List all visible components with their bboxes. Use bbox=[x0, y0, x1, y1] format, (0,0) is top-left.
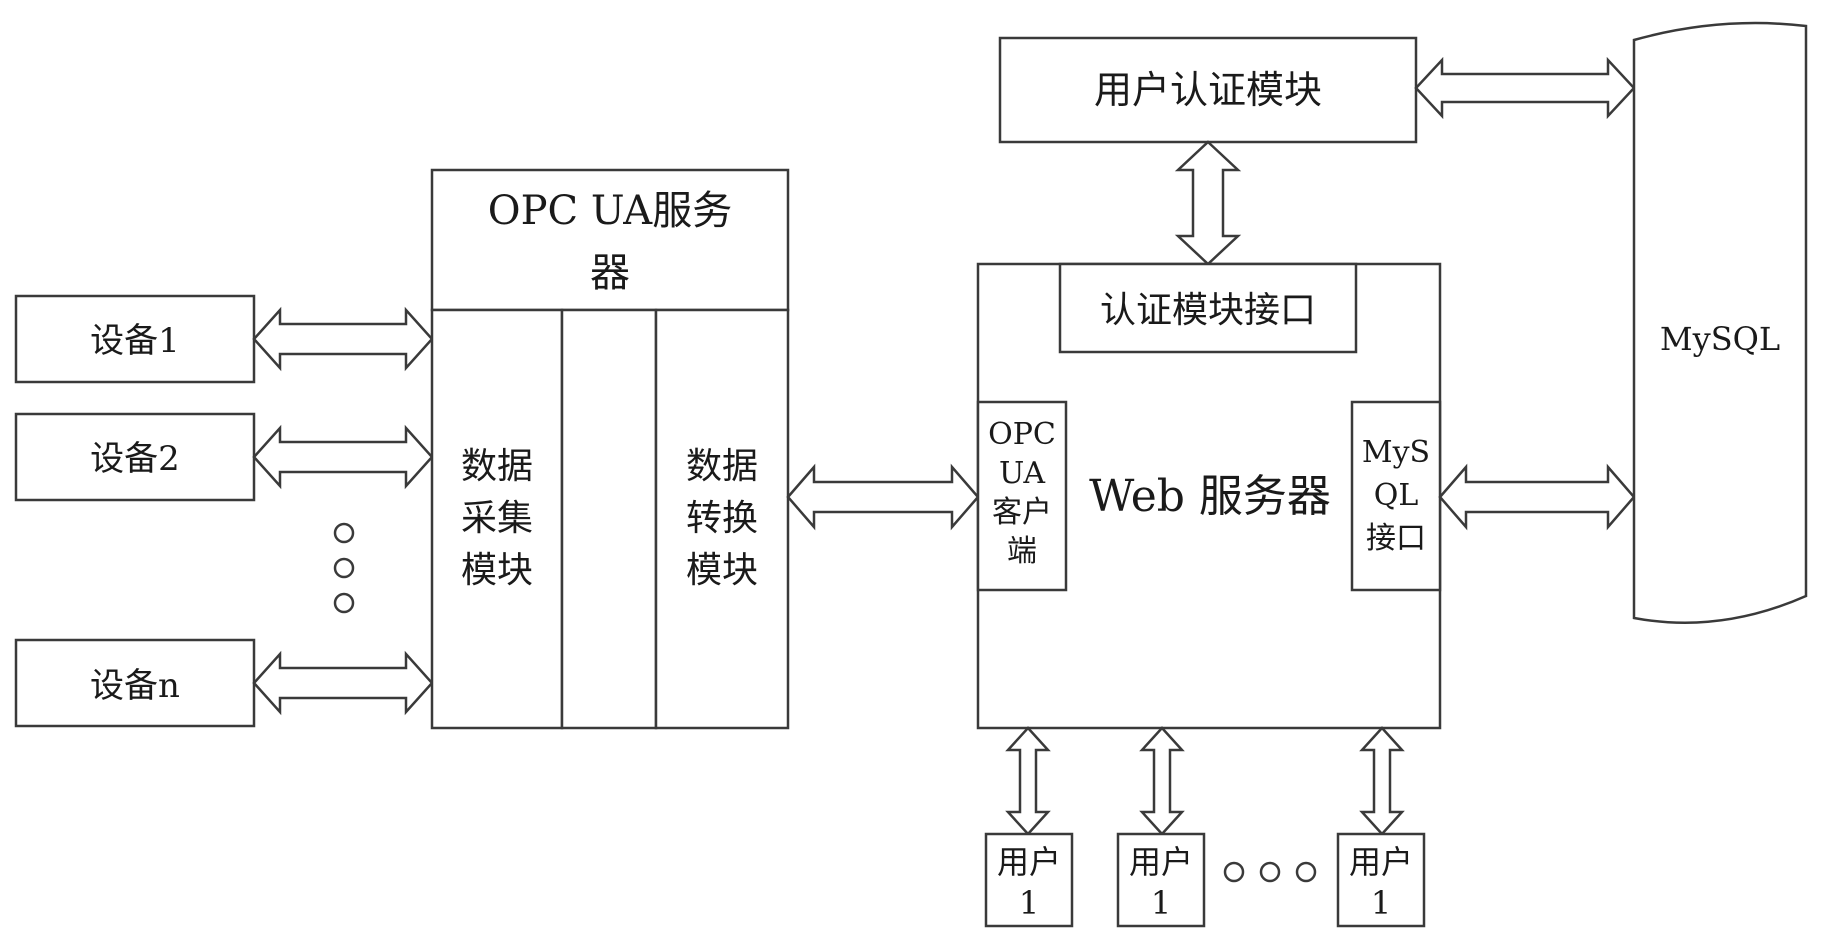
opc-server-title-line1: OPC UA服务 bbox=[488, 188, 732, 234]
collect-module-line1: 数据 bbox=[461, 446, 533, 487]
arrow-device-n-opc bbox=[252, 650, 434, 716]
arrow-web-mysql bbox=[1438, 463, 1636, 531]
opc-client-line4: 端 bbox=[1007, 534, 1037, 569]
user-2-line1: 用户 bbox=[1129, 843, 1193, 881]
mysql-interface-line2: QL bbox=[1374, 478, 1419, 513]
data-collection-module bbox=[430, 308, 564, 730]
opc-server-title-box bbox=[430, 168, 790, 312]
arrow-device-2-opc bbox=[252, 424, 434, 490]
ellipsis-users bbox=[1223, 861, 1317, 883]
opc-ua-server: OPC UA服务 器 数据 采集 模块 数据 转换 模块 bbox=[430, 168, 790, 730]
device-n: 设备n bbox=[14, 638, 256, 728]
arrow-web-user-2 bbox=[1139, 726, 1185, 836]
arrow-device-1-opc bbox=[252, 306, 434, 372]
user-auth-module-label: 用户认证模块 bbox=[1094, 68, 1322, 112]
arrow-web-user-3 bbox=[1359, 726, 1405, 836]
convert-module-line2: 转换 bbox=[686, 498, 758, 539]
opc-server-title-line2: 器 bbox=[590, 250, 630, 296]
arrow-web-user-1 bbox=[1005, 726, 1051, 836]
ellipsis-devices bbox=[333, 522, 355, 614]
convert-module-line3: 模块 bbox=[686, 550, 758, 591]
device-1: 设备1 bbox=[14, 294, 256, 384]
user-3-line2: 1 bbox=[1371, 884, 1391, 922]
convert-module-line1: 数据 bbox=[686, 446, 758, 487]
opc-client-box bbox=[976, 400, 1068, 592]
collect-module-line2: 采集 bbox=[461, 498, 533, 539]
auth-interface-box bbox=[1058, 262, 1358, 354]
user-2: 用户 1 bbox=[1116, 832, 1206, 928]
auth-interface-label: 认证模块接口 bbox=[1100, 290, 1316, 331]
mysql-label: MySQL bbox=[1660, 320, 1780, 358]
device-1-label: 设备1 bbox=[90, 321, 180, 361]
device-2-label: 设备2 bbox=[90, 439, 180, 479]
opc-client-line2: UA bbox=[999, 456, 1045, 491]
user-3-line1: 用户 bbox=[1349, 843, 1413, 881]
device-n-label: 设备n bbox=[90, 666, 180, 706]
user-3: 用户 1 bbox=[1336, 832, 1426, 928]
arrow-auth-mysql bbox=[1414, 56, 1636, 120]
user-1-line2: 1 bbox=[1019, 884, 1039, 922]
opc-client-line3: 客户 bbox=[992, 495, 1052, 530]
opc-middle-column bbox=[560, 308, 658, 730]
mysql-database: MySQL bbox=[1632, 21, 1808, 624]
user-auth-module: 用户认证模块 bbox=[998, 36, 1418, 144]
data-conversion-module bbox=[654, 308, 790, 730]
user-2-line2: 1 bbox=[1151, 884, 1171, 922]
collect-module-line3: 模块 bbox=[461, 550, 533, 591]
opc-client-line1: OPC bbox=[988, 417, 1056, 452]
device-2: 设备2 bbox=[14, 412, 256, 502]
arrow-opc-web bbox=[786, 463, 980, 531]
arrow-auth-web bbox=[1174, 140, 1242, 266]
mysql-interface-line1: MyS bbox=[1362, 435, 1430, 470]
user-1: 用户 1 bbox=[984, 832, 1074, 928]
user-1-line1: 用户 bbox=[997, 843, 1061, 881]
database-cylinder-icon bbox=[1632, 21, 1808, 624]
web-server-title: Web 服务器 bbox=[1089, 471, 1331, 522]
mysql-interface-line3: 接口 bbox=[1366, 521, 1426, 556]
web-server: 认证模块接口 OPC UA 客户 端 Web 服务器 MyS QL 接口 bbox=[976, 262, 1442, 730]
